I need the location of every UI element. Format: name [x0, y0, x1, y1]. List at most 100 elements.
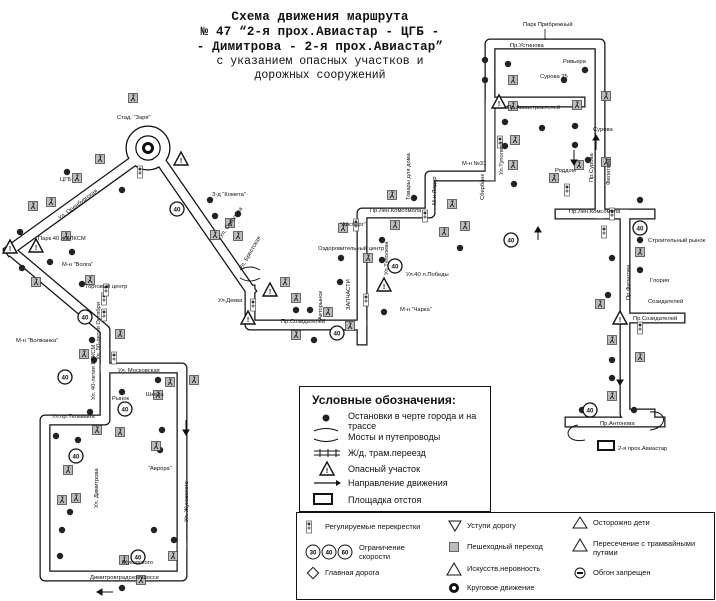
legend-stops: Остановки в черте города и на трассе: [348, 411, 477, 431]
label-sberbank: Сбербанк: [480, 173, 486, 200]
label-sozidateley-r: Пр.Созидателей: [633, 315, 677, 322]
legend2-yield: Уступи дорогу: [467, 521, 516, 530]
main-road-icon: [306, 566, 320, 580]
label-surova25: Сурова 25: [540, 74, 568, 80]
label-riviera: Ривьера: [563, 59, 587, 65]
speed-limit-signs: 40 40 40 40 40 40 40 40 40 40 40: [57, 201, 648, 565]
stop-icon: [322, 414, 330, 422]
label-zapchasti: ЗАПЧАСТИ: [346, 279, 352, 310]
speed-sign: 40: [77, 309, 93, 325]
label-roddom: Роддом: [555, 168, 576, 174]
speed-sign: 40: [130, 549, 146, 565]
label-lenkomsomola-r: Пр.Лен.Комсомола: [569, 209, 621, 215]
legend2-regulated: Регулируемые перекрестки: [325, 522, 421, 531]
speed-sign: 40: [68, 448, 84, 464]
svg-text:40: 40: [82, 315, 89, 322]
legend-danger: Опасный участок: [348, 464, 421, 474]
bump-icon: [446, 562, 462, 576]
title-line3: - Димитрова - 2-я прох.Авиастар”: [196, 40, 444, 54]
legend2-crosswalk: Пешеходный переход: [467, 542, 543, 551]
label-aurora: “Аврора”: [148, 466, 172, 472]
speed-sign: 40: [329, 325, 345, 341]
label-tupoleva2: Ул.Туполева: [384, 241, 390, 275]
label-gloria: Глория: [650, 278, 669, 284]
legend-depot: Площадка отстоя: [348, 495, 422, 505]
label-ozdorov: Оздоровительный центр: [318, 245, 384, 252]
roundabout-icon: [449, 583, 459, 593]
crosswalk-icon: [449, 542, 459, 552]
label-surova: Сурова: [593, 127, 613, 133]
label-filatova: Филатова: [606, 158, 612, 185]
label-dimitrova: Ул. Димитрова: [94, 468, 100, 508]
traffic-light-icon: [306, 520, 312, 534]
danger-icon: !: [318, 460, 336, 476]
label-rynok: Рынок: [112, 396, 129, 402]
label-dekva: Ул.Деква: [218, 298, 243, 304]
label-sozidateley-c: Пр.Созидателей: [281, 318, 325, 325]
label-moskovskaya: Ул. Московская: [118, 368, 160, 374]
svg-text:40: 40: [174, 207, 181, 214]
legend2-main-road: Главная дорога: [325, 568, 380, 577]
legend2-roundabout: Круговое движение: [467, 583, 535, 592]
label-charka: М-н “Чарка”: [400, 307, 432, 313]
label-zhukovskogo-stop: Жуковского: [122, 560, 153, 566]
label-zhukovskogo: Ул. Жуковского: [184, 481, 190, 522]
bridge-icon: [313, 428, 339, 442]
depot-icon: [313, 493, 333, 505]
label-park: Парк Прибрежный: [523, 21, 573, 28]
title-line5: дорожных сооружений: [254, 69, 386, 82]
label-ustinova: Пр.Устинова: [510, 43, 545, 49]
label-prox2: 2-я прох.Авиастар: [618, 446, 667, 452]
label-volzhanka: М-н “Волжанка”: [16, 338, 58, 344]
label-avtorynok: Авторынок: [318, 291, 324, 320]
label-antonova: Пр.Антонова: [600, 421, 635, 427]
svg-text:40: 40: [334, 331, 341, 338]
label-stadion: Стад. “Заря”: [117, 115, 151, 121]
svg-text:40: 40: [508, 238, 515, 245]
speed-icons: 30 40 60: [305, 544, 353, 560]
legend2-symbols: 30 40 60: [305, 516, 588, 593]
svg-text:60: 60: [342, 551, 349, 557]
label-mk31: М-н №31: [462, 161, 486, 167]
label-tsgb: ЦГБ: [60, 177, 71, 183]
label-tupoleva: Ул.Туполева: [499, 141, 505, 175]
speed-sign: 40: [169, 201, 185, 217]
label-tovary: Товары для дома: [406, 152, 412, 200]
svg-text:40: 40: [587, 408, 594, 415]
label-oktyabrya: Ул. 50-летия Октября: [96, 302, 102, 360]
svg-text:40: 40: [392, 264, 399, 271]
svg-text:40: 40: [637, 226, 644, 233]
yield-icon: [448, 520, 462, 532]
legend-header: Условные обозначения:: [312, 393, 456, 407]
legend-bridges: Мосты и путепроводы: [348, 432, 441, 442]
title-line4: с указанием опасных участков и: [216, 55, 424, 68]
label-lider: М-н Лидер: [432, 177, 438, 205]
label-telmana: Ул.пр.Тельмана: [52, 414, 95, 420]
svg-text:30: 30: [310, 551, 317, 557]
label-lenkomsomola-c: Пр.Лен.Комсомола: [370, 208, 422, 214]
legend2-no-overtake: Обгон запрещен: [593, 568, 651, 577]
svg-text:40: 40: [73, 454, 80, 461]
label-volga: М-н “Волга”: [62, 262, 93, 268]
label-torg: Торговый центр: [85, 283, 127, 290]
danger-icon: [173, 151, 189, 166]
direction-arrows: [96, 134, 624, 596]
label-park40: Парк 40 л.ВЛКСМ: [38, 236, 86, 242]
speed-sign: 40: [117, 401, 133, 417]
danger-icon: [262, 282, 278, 297]
legend-secondary: 30 40 60 Регулируемые перекрестки Ограни…: [296, 512, 715, 600]
legend2-speed: Ограничение скорости: [359, 543, 405, 561]
legend2-tram: Пересечение с трамвайными путями: [593, 539, 696, 557]
label-kometa: З-д “Комета”: [212, 192, 246, 198]
label-shkola: Школа: [146, 392, 164, 398]
legend-rail: Ж/д, трам.переезд: [348, 448, 426, 458]
speed-sign: 40: [503, 232, 519, 248]
label-pr-filatova: Пр.Филатова: [626, 264, 632, 300]
map-title: Схема движения маршрута № 47 “2-я прох.А…: [170, 10, 470, 83]
children-icon: [572, 516, 588, 529]
label-40vlksm: Ул. 40-летия ВЛКСМ: [91, 345, 97, 400]
label-40-pobedy: Ул.40 л.Победы: [406, 272, 449, 278]
svg-text:!: !: [326, 468, 328, 475]
label-pr-surova: Пр.Сурова: [589, 153, 595, 182]
